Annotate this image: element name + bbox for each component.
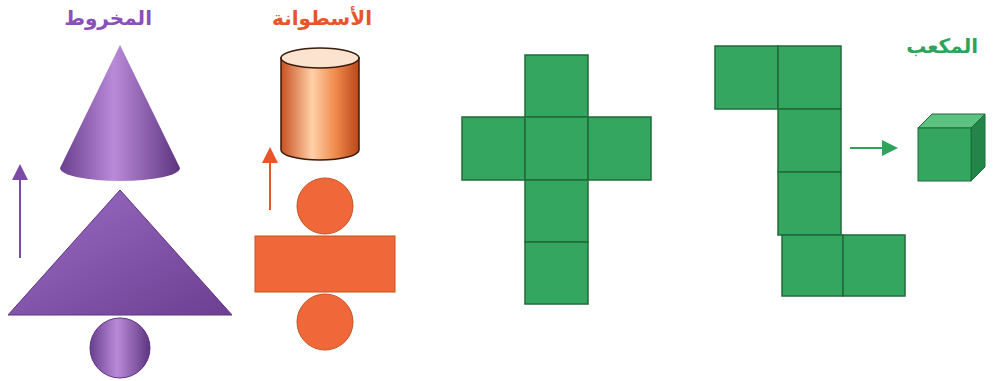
shape-name: المكعب [906, 34, 978, 58]
shape-name: المخروط [64, 6, 152, 30]
shape-name: الأسطوانة [272, 6, 372, 30]
